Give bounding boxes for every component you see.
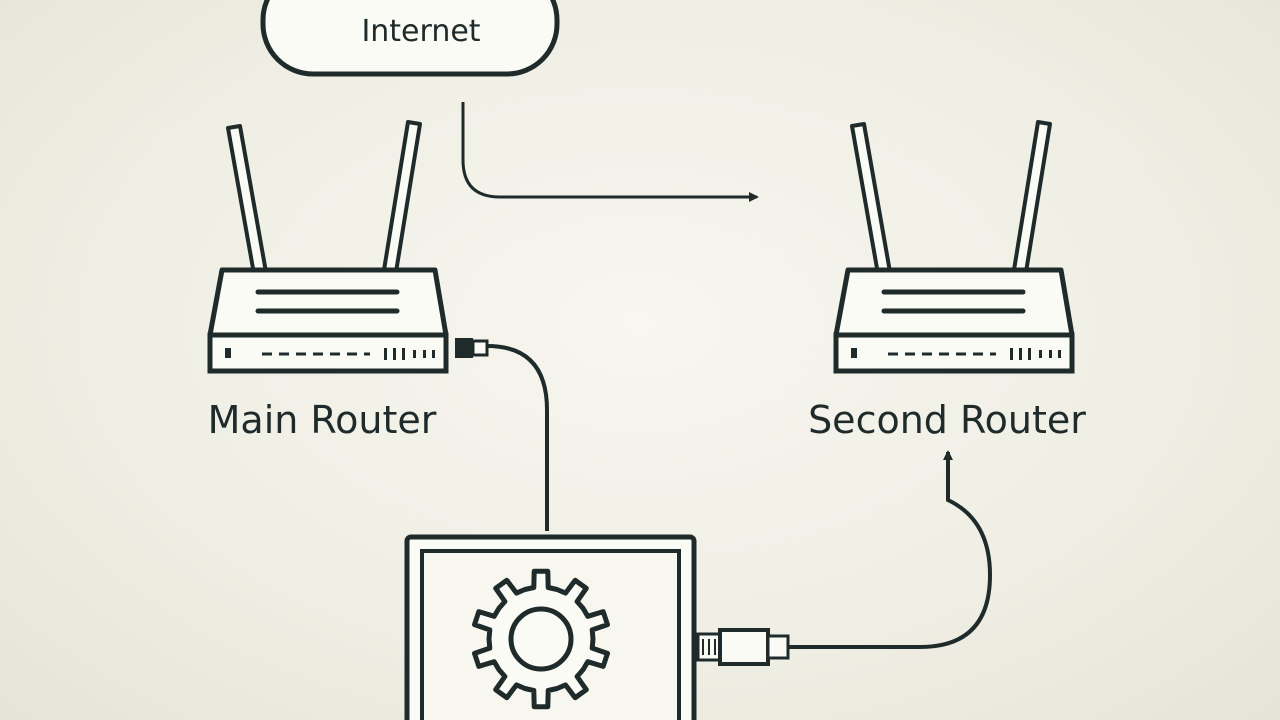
computer-to-second-router-cable [788,450,993,649]
computer-usb-plug [696,628,790,666]
main-router-power-led [225,348,231,358]
main-router-antenna-right [382,120,422,274]
second-router: Second Router [808,120,1086,442]
second-router-front-panel [833,332,1075,374]
second-router-power-led [851,348,857,358]
internet-to-second-router-arrow [461,102,759,202]
main-router-body [207,267,449,338]
second-router-antenna-right [1012,120,1052,274]
main-router-antenna-left [226,124,268,276]
second-router-label: Second Router [808,398,1086,442]
main-router-to-computer-cable [486,344,549,531]
gear-icon [472,568,610,710]
main-router-cable-plug [455,338,489,358]
main-router-ports [384,348,435,360]
main-router-label: Main Router [208,398,437,442]
second-router-antenna-left [850,122,892,276]
main-router: Main Router [207,120,489,442]
second-router-body [833,267,1075,338]
internet-label: Internet [361,14,480,49]
computer [404,534,790,720]
internet-bubble [260,0,560,77]
second-router-ports [1010,348,1061,360]
main-router-front-panel [207,332,449,374]
internet-node: Internet [260,0,560,77]
